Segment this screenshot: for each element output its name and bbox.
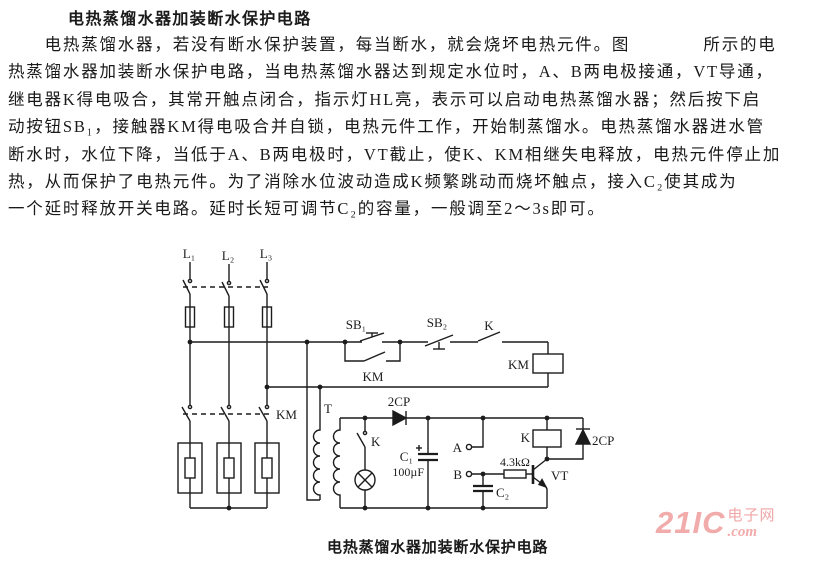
label-k-contact: K (484, 318, 494, 333)
rectifier-diode-2cp: 2CP (388, 394, 410, 427)
label-r1-value: 4.3kΩ (500, 455, 530, 469)
primary-winding (312, 387, 321, 500)
sb2-stop-button: SB₂ (424, 315, 454, 350)
label-c2: C₂ (496, 485, 509, 500)
label-t: T (324, 401, 332, 416)
fuse-l1 (184, 306, 196, 328)
site-watermark: 21IC 电子网 .com (656, 505, 776, 541)
resistor-4k3 (503, 469, 527, 479)
km-aux-contact: KM (344, 342, 401, 384)
paragraph-line: 继电器K得电吸合，其常开触点闭合，指示灯HL亮，表示可以启动电热蒸馏水器；然后按… (8, 89, 762, 109)
paragraph-line: 动按钮SB₁，接触器KM得电吸合并自锁，电热元件工作，开始制蒸馏水。电热蒸馏水器… (8, 117, 765, 137)
figure-caption: 电热蒸馏水器加装断水保护电路 (327, 540, 549, 556)
capacitor-c1: C₁ 100µF (392, 418, 438, 508)
label-b: B (453, 467, 462, 482)
transformer-t: T (306, 342, 341, 508)
label-km-coil: KM (508, 357, 529, 372)
label-k-contact-sec: K (371, 434, 381, 449)
electrode-b: B 4.3kΩ (453, 455, 533, 482)
electrode-a: A (453, 418, 484, 455)
label-sb2: SB₂ (427, 315, 447, 330)
fuse-l3 (261, 306, 273, 328)
label-km-aux: KM (363, 369, 384, 384)
label-diode2: 2CP (592, 433, 614, 448)
control-line: SB₁ KM SB₂ K (187, 315, 564, 390)
paragraph-line: 一个延时释放开关电路。延时长短可调节C₂的容量，一般调至2～3s即可。 (8, 199, 606, 219)
paragraph-line: 断水时，水位下降，当低于A、B两电极时，VT截止，使K、KM相继失电释放，电热元… (8, 144, 782, 164)
label-sb1: SB₁ (346, 317, 366, 332)
flyback-diode-2cp: 2CP (547, 418, 614, 460)
watermark-domain-suffix: .com (727, 524, 758, 540)
phase-lines: L₁ L₂ L₃ (182, 246, 273, 405)
label-vt: VT (551, 468, 568, 483)
paragraph-line: 热蒸馏水器加装断水保护电路，当电热蒸馏水器达到规定水位时，A、B两电极接通，VT… (8, 62, 774, 82)
heating-elements (177, 442, 280, 511)
label-km-main: KM (276, 407, 297, 422)
secondary-circuit: K 2CP C₁ 100µF (340, 394, 614, 511)
watermark-brand: 21IC (656, 505, 726, 540)
k-relay-coil: K (521, 418, 562, 459)
paragraph-line: 热，从而保护了电热元件。为了消除水位波动造成K频繁跳动而烧坏触点，接入C₂使其成… (8, 172, 738, 192)
lamp-branch: K (354, 418, 381, 508)
label-l1: L₁ (183, 246, 195, 261)
transistor-vt: VT (531, 456, 568, 508)
label-l2: L₂ (222, 248, 234, 263)
body-paragraph: 电热蒸馏水器，若没有断水保护装置，每当断水，就会烧坏电热元件。图 所示的电 热蒸… (8, 31, 781, 223)
label-c1-value: 100µF (392, 465, 424, 479)
label-a: A (453, 440, 463, 455)
paragraph-line: 电热蒸馏水器，若没有断水保护装置，每当断水，就会烧坏电热元件。图 所示的电 (8, 35, 777, 54)
label-k-coil: K (521, 430, 531, 445)
label-l3: L₃ (260, 246, 272, 261)
page-title: 电热蒸馏水器加装断水保护电路 (68, 11, 312, 28)
capacitor-c2: C₂ (473, 474, 509, 508)
fuse-l2 (223, 306, 235, 328)
secondary-winding (332, 418, 341, 508)
km-coil: KM (508, 342, 564, 387)
label-c1: C₁ (400, 449, 413, 464)
label-diode1: 2CP (388, 394, 410, 409)
km-main-contacts: KM (181, 404, 297, 443)
watermark-cn-label: 电子网 (727, 508, 776, 524)
k-relay-contact: K (477, 318, 501, 342)
sb1-start-button: SB₁ (346, 317, 385, 342)
